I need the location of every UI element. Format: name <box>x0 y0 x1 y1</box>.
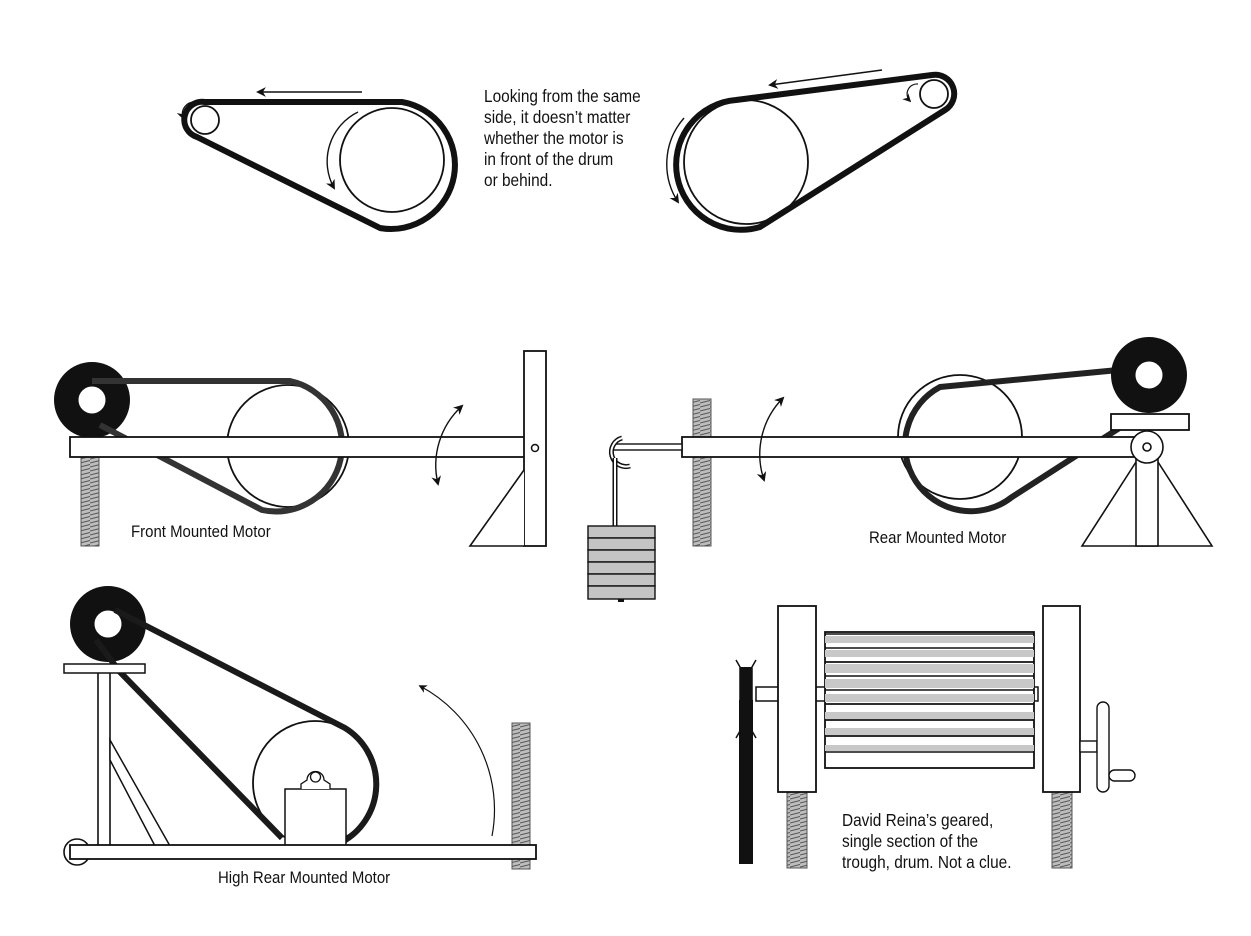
pivot-pin <box>530 443 540 453</box>
support-wedge <box>468 469 525 547</box>
left-end-plate <box>777 605 817 793</box>
drum <box>339 107 445 213</box>
curved-arrow-icon <box>418 685 496 837</box>
pull-rod <box>611 443 683 451</box>
caption-high-rear-mounted-motor: High Rear Mounted Motor <box>218 868 391 887</box>
top-right-belt-drive <box>666 69 958 233</box>
belt <box>181 98 458 232</box>
top-note-line: side, it doesn’t matter <box>484 107 631 127</box>
front-mounted-motor-diagram <box>54 350 547 547</box>
top-note: Looking from the same side, it doesn’t m… <box>484 86 641 191</box>
top-note-line: Looking from the same <box>484 86 641 106</box>
crank-handle-icon <box>1079 701 1136 793</box>
curved-arrow-icon <box>666 117 685 204</box>
reina-note-line: trough, drum. Not a clue. <box>842 852 1012 872</box>
weight-stack-icon <box>587 525 656 602</box>
high-rear-mounted-motor-diagram <box>63 586 537 870</box>
drive-belt <box>739 700 753 864</box>
threaded-rod-icon <box>511 722 531 870</box>
top-note-line: or behind. <box>484 170 553 190</box>
small-curved-arrow-icon <box>176 101 196 120</box>
threaded-rod-icon <box>786 791 808 869</box>
small-curved-arrow-icon <box>902 83 919 103</box>
reina-note: David Reina’s geared, single section of … <box>842 810 1011 873</box>
curved-arrow-icon <box>325 111 359 190</box>
right-end-plate <box>1042 605 1081 793</box>
brace <box>109 737 172 847</box>
reina-note-line: David Reina’s geared, <box>842 810 994 830</box>
pivot-pin <box>1142 442 1152 452</box>
caption-front-mounted-motor: Front Mounted Motor <box>131 522 271 541</box>
caption-rear-mounted-motor: Rear Mounted Motor <box>869 528 1007 547</box>
threaded-rod-icon <box>1051 791 1073 869</box>
motor-pulley <box>190 105 220 135</box>
lever-arm <box>69 436 526 458</box>
motor-housing <box>284 788 347 847</box>
geared-drum-diagram <box>735 605 1136 869</box>
motor-platform <box>63 663 146 674</box>
rear-mounted-motor-diagram <box>587 337 1214 602</box>
threaded-rod-icon <box>80 455 100 547</box>
belt <box>673 71 958 233</box>
top-left-belt-drive <box>176 87 458 232</box>
belt <box>92 378 345 515</box>
curved-double-arrow-icon <box>756 396 785 482</box>
reina-note-line: single section of the <box>842 831 979 851</box>
curved-double-arrow-icon <box>431 404 464 486</box>
base-rail <box>69 844 537 860</box>
belt <box>902 364 1151 515</box>
motor-platform <box>1110 413 1190 431</box>
threaded-rod-icon <box>692 398 712 547</box>
upright-post <box>97 671 111 848</box>
top-note-line: whether the motor is <box>484 128 624 148</box>
slatted-drum <box>824 631 1035 769</box>
motor-pulley <box>919 79 949 109</box>
top-note-line: in front of the drum <box>484 149 614 169</box>
lever-arm <box>681 436 1153 458</box>
straight-arrow-icon <box>768 69 883 89</box>
